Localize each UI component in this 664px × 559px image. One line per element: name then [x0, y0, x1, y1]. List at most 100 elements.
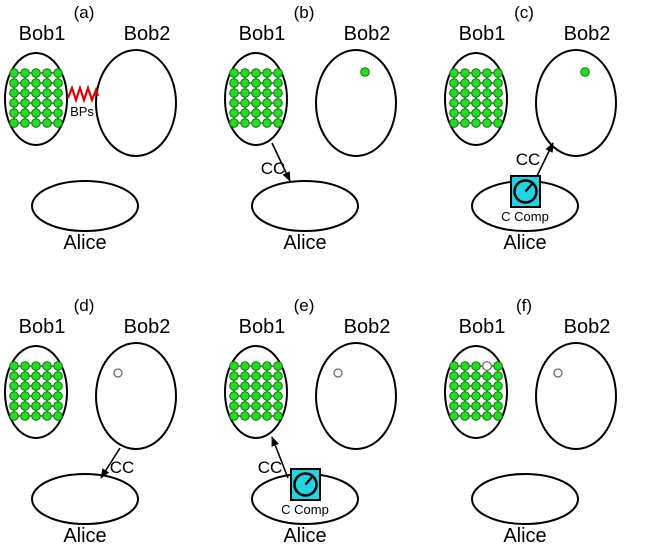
- qubit: [493, 381, 503, 391]
- qubit: [240, 98, 250, 108]
- qubit: [240, 78, 250, 88]
- qubit: [251, 401, 261, 411]
- bob1-ellipse: [4, 52, 68, 146]
- qubit: [251, 98, 261, 108]
- qubit: [42, 68, 52, 78]
- bob1-label: Bob1: [459, 316, 506, 338]
- bob2-label: Bob2: [344, 23, 391, 45]
- qubit: [251, 391, 261, 401]
- qubit: [240, 118, 250, 128]
- alice-ellipse: [31, 180, 139, 232]
- qubit: [262, 118, 272, 128]
- panel-label: (a): [74, 3, 95, 22]
- qubit: [273, 68, 283, 78]
- qubit: [53, 391, 63, 401]
- qubit: [262, 391, 272, 401]
- qubit: [273, 371, 283, 381]
- bob1-label: Bob1: [19, 316, 66, 338]
- qubit: [262, 88, 272, 98]
- qubit: [42, 78, 52, 88]
- bob2-measured-qubit: [113, 368, 123, 378]
- qubit: [20, 381, 30, 391]
- qubit: [53, 361, 63, 371]
- alice-label: Alice: [503, 525, 546, 547]
- qubit: [493, 88, 503, 98]
- bob2-label: Bob2: [344, 316, 391, 338]
- qubit: [460, 381, 470, 391]
- qubit: [273, 88, 283, 98]
- qubit: [42, 381, 52, 391]
- qubit: [460, 78, 470, 88]
- qubit: [20, 361, 30, 371]
- c-comp-label: C Comp: [281, 502, 329, 517]
- bob1-label: Bob1: [239, 23, 286, 45]
- qubit: [229, 401, 239, 411]
- cc-label: CC: [261, 159, 286, 178]
- qubit: [229, 98, 239, 108]
- qubit: [229, 68, 239, 78]
- alice-label: Alice: [283, 525, 326, 547]
- bob1-label: Bob1: [19, 23, 66, 45]
- bob1-ellipse: [4, 345, 68, 439]
- alice-label: Alice: [63, 525, 106, 547]
- qubit: [449, 391, 459, 401]
- bob1-ellipse: [224, 52, 288, 146]
- classical-computer-icon: [290, 468, 321, 501]
- qubit: [460, 118, 470, 128]
- qubit: [460, 361, 470, 371]
- qubit: [251, 118, 261, 128]
- qubit: [493, 361, 503, 371]
- alice-ellipse: [31, 473, 139, 525]
- bob2-ellipse: [315, 342, 397, 450]
- qubit: [273, 411, 283, 421]
- qubit: [9, 118, 19, 128]
- qubit: [42, 98, 52, 108]
- qubit: [229, 371, 239, 381]
- bob2-ellipse: [315, 49, 397, 157]
- qubit: [262, 108, 272, 118]
- qubit: [460, 371, 470, 381]
- classical-computer-icon: [510, 175, 541, 208]
- qubit: [273, 361, 283, 371]
- bob1-label: Bob1: [239, 316, 286, 338]
- dial-needle: [304, 476, 313, 486]
- qubit: [449, 411, 459, 421]
- cc-arrow: [100, 447, 121, 479]
- qubit: [262, 371, 272, 381]
- qubit: [493, 98, 503, 108]
- panel-label: (c): [514, 3, 534, 22]
- qubit: [449, 88, 459, 98]
- bob2-measured-qubit: [553, 368, 563, 378]
- qubit: [493, 371, 503, 381]
- qubit: [251, 381, 261, 391]
- qubit: [229, 118, 239, 128]
- qubit: [251, 68, 261, 78]
- qubit: [31, 381, 41, 391]
- bob2-ellipse: [95, 342, 177, 450]
- bob1-ellipse: [224, 345, 288, 439]
- qubit: [262, 68, 272, 78]
- qubit: [9, 371, 19, 381]
- qubit: [460, 88, 470, 98]
- qubit: [251, 108, 261, 118]
- qubit: [493, 391, 503, 401]
- qubit: [240, 361, 250, 371]
- qubit: [9, 68, 19, 78]
- qubit: [471, 371, 481, 381]
- qubit: [20, 371, 30, 381]
- qubit: [240, 68, 250, 78]
- bob2-label: Bob2: [124, 316, 171, 338]
- cc-arrow: [271, 436, 289, 479]
- qubit: [471, 88, 481, 98]
- qubit: [229, 108, 239, 118]
- qubit: [471, 401, 481, 411]
- qubit: [53, 78, 63, 88]
- qubit: [449, 98, 459, 108]
- qubit: [449, 68, 459, 78]
- qubit: [251, 88, 261, 98]
- qubit: [53, 108, 63, 118]
